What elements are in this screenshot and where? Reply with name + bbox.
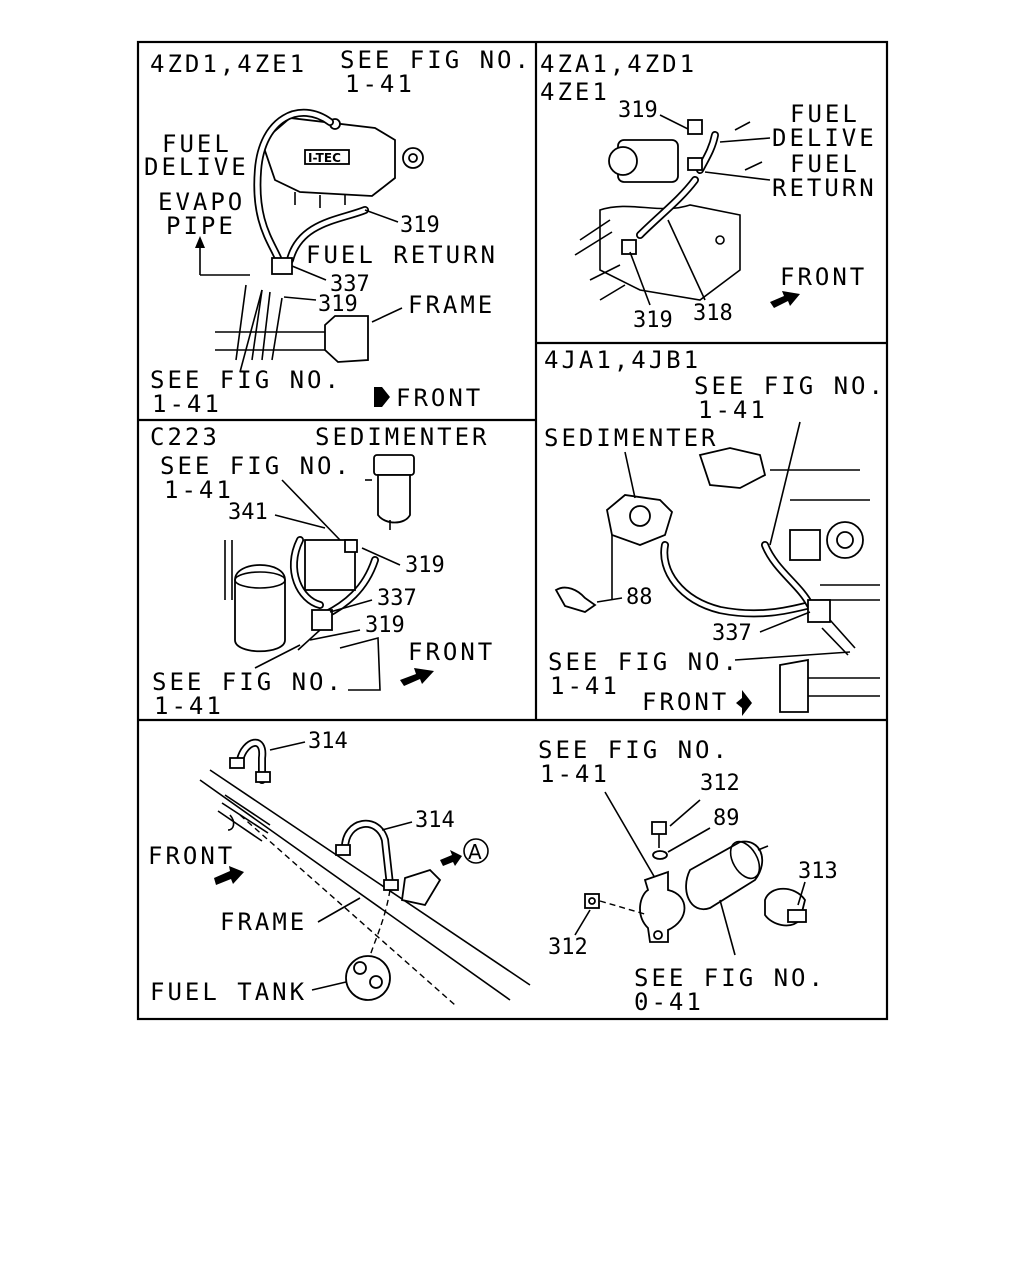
part-number-337: 337 (330, 272, 370, 297)
callout-a-label: A (468, 840, 482, 864)
part-number-337: 337 (377, 586, 417, 611)
fuel-filter (224, 540, 286, 653)
engine-model-label: 4ZA1,4ZD1 (540, 50, 697, 78)
see-fig-number-bottom: 1-41 (152, 390, 222, 418)
fuel-return-label: FUEL RETURN (306, 241, 498, 269)
see-fig-reference-bottom: SEE FIG NO. (548, 648, 740, 676)
see-fig-number-bottom: 1-41 (154, 692, 224, 720)
panel-c223: C223 SEDIMENTER SEE FIG NO. 1-41 341 (150, 423, 495, 720)
front-label: FRONT (780, 263, 867, 291)
fuel-delive-label-2: DELIVE (144, 153, 249, 181)
see-fig-reference: SEE FIG NO. (340, 46, 532, 74)
engine-model-label: C223 (150, 423, 220, 451)
see-fig-number-bottom: 1-41 (550, 672, 620, 700)
part-number-312b: 312 (548, 935, 588, 960)
fuel-filter (685, 840, 769, 911)
front-arrow-icon (374, 387, 390, 407)
fuel-delive-label-2: DELIVE (772, 124, 877, 152)
see-fig-number-bottom: 0-41 (634, 988, 704, 1016)
see-fig-reference: SEE FIG NO. (694, 372, 886, 400)
front-arrow-icon (214, 866, 244, 885)
panel-4za1-4zd1-4ze1: 4ZA1,4ZD1 4ZE1 319 FUEL DELIVE FUEL RETU… (540, 50, 877, 333)
sedimenter (606, 494, 674, 600)
clamp-313 (764, 887, 807, 927)
front-arrow-icon (770, 291, 800, 308)
part-number-313: 313 (798, 859, 838, 884)
front-label: FRONT (642, 688, 729, 716)
part-number-319b: 319 (318, 292, 358, 317)
engine-model-label: 4JA1,4JB1 (544, 346, 701, 374)
callout-a-circle (463, 838, 489, 864)
front-arrow-icon (736, 690, 752, 716)
bolt-312b (584, 893, 600, 909)
injection-pump (698, 447, 880, 601)
see-fig-reference-bottom: SEE FIG NO. (150, 366, 342, 394)
see-fig-number: 1-41 (698, 396, 768, 424)
part-number-337: 337 (712, 621, 752, 646)
front-label: FRONT (408, 638, 495, 666)
engine-model-label-2: 4ZE1 (540, 78, 610, 106)
part-number-319: 319 (400, 213, 440, 238)
see-fig-reference-bottom: SEE FIG NO. (152, 668, 344, 696)
engine-block (574, 121, 763, 301)
frame-label: FRAME (408, 291, 495, 319)
panel-fuel-tank-and-filter: 314 314 A FRONT FRAME FUEL TANK SEE FIG … (148, 729, 838, 1016)
front-label: FRONT (396, 384, 483, 412)
see-fig-number: 1-41 (540, 760, 610, 788)
part-number-319b: 319 (365, 613, 405, 638)
see-fig-number: 1-41 (164, 476, 234, 504)
see-fig-reference: SEE FIG NO. (538, 736, 730, 764)
part-number-89: 89 (713, 806, 740, 831)
fuel-return-label-2: RETURN (772, 174, 877, 202)
see-fig-reference-bottom: SEE FIG NO. (634, 964, 826, 992)
panel-4ja1-4jb1: 4JA1,4JB1 SEE FIG NO. 1-41 SEDIMENTER (544, 346, 886, 716)
part-number-319: 319 (405, 553, 445, 578)
arrow-a-icon (440, 850, 462, 866)
hose-clip (554, 586, 597, 613)
front-arrow-icon (400, 668, 434, 686)
fuel-delive-label: FUEL (162, 130, 232, 158)
fuel-delive-label: FUEL (790, 100, 860, 128)
panel-4zd1-4ze1: 4ZD1,4ZE1 SEE FIG NO. 1-41 FUEL DELIVE E… (144, 46, 532, 418)
part-number-314: 314 (308, 729, 348, 754)
itec-label: I-TEC (308, 151, 341, 165)
evapo-pipe-label: EVAPO (158, 188, 245, 216)
washer-89 (652, 850, 668, 860)
evapo-pipe-label-2: PIPE (166, 212, 236, 240)
filter-bracket (639, 870, 686, 943)
engine-model-label: 4ZD1,4ZE1 (150, 50, 307, 78)
frame-label: FRAME (220, 908, 307, 936)
fuel-tank-sender (345, 889, 391, 1001)
injection-pump: I-TEC (260, 117, 424, 208)
part-number-318: 318 (693, 301, 733, 326)
part-number-319: 319 (618, 98, 658, 123)
sedimenter-label: SEDIMENTER (315, 423, 490, 451)
part-number-319b: 319 (633, 308, 673, 333)
see-fig-reference: SEE FIG NO. (160, 452, 352, 480)
front-label: FRONT (148, 842, 235, 870)
part-number-88: 88 (626, 585, 653, 610)
see-fig-number: 1-41 (345, 70, 415, 98)
sedimenter (365, 454, 415, 530)
part-number-312: 312 (700, 771, 740, 796)
panel-borders (136, 40, 889, 1021)
part-number-341: 341 (228, 500, 268, 525)
sedimenter-label: SEDIMENTER (544, 424, 719, 452)
bolt-312 (651, 821, 667, 848)
fuel-return-label: FUEL (790, 150, 860, 178)
frame-rail (199, 769, 531, 1006)
fuel-tank-label: FUEL TANK (150, 978, 307, 1006)
part-number-314b: 314 (415, 808, 455, 833)
